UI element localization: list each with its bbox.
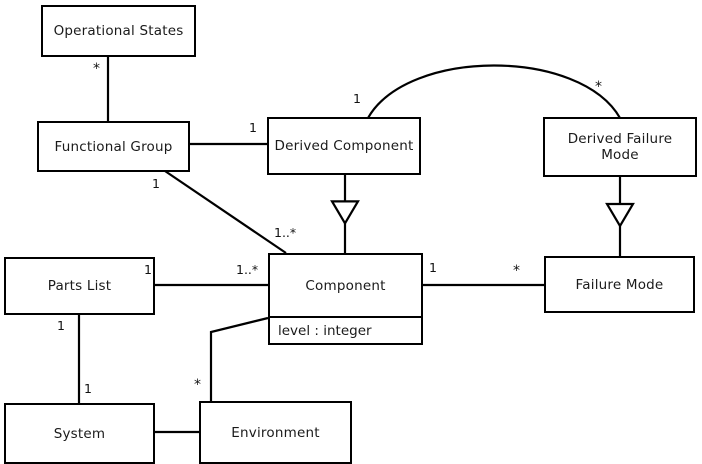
uml-class-component[interactable]: Component level : integer: [268, 253, 423, 345]
class-name-parts-list: Parts List: [47, 278, 112, 294]
multiplicity-component-to-failure-mode: 1: [429, 260, 437, 275]
generalization-arrowhead-derived-component-generalizes-component: [330, 200, 360, 226]
uml-class-failure-mode[interactable]: Failure Mode: [544, 256, 695, 313]
class-name-functional-group: Functional Group: [54, 138, 173, 155]
uml-class-derived-component[interactable]: Derived Component: [267, 117, 421, 175]
multiplicity-derived-fm-arc-end: *: [595, 79, 602, 95]
multiplicity-parts-list-to-component: 1: [144, 262, 152, 277]
generalization-arrowhead-derived-failure-mode-generalizes-failure-mode: [605, 202, 635, 229]
uml-class-operational-states[interactable]: Operational States: [41, 5, 196, 57]
class-name-derived-component: Derived Component: [274, 138, 414, 154]
multiplicity-component-from-fg: 1..*: [274, 225, 297, 240]
class-name-system: System: [53, 425, 106, 442]
uml-class-system[interactable]: System: [4, 403, 155, 464]
class-name-derived-failure-mode: Derived Failure Mode: [567, 131, 673, 163]
multiplicity-fg-to-derived-component: 1: [249, 120, 257, 135]
uml-class-parts-list[interactable]: Parts List: [4, 257, 155, 315]
multiplicity-system-from-parts-list: 1: [84, 381, 92, 396]
edge-environment-component: [209, 316, 269, 401]
uml-class-environment[interactable]: Environment: [199, 401, 352, 464]
edge-functional-group-component: [164, 170, 287, 254]
class-name-failure-mode: Failure Mode: [575, 276, 664, 293]
multiplicity-failure-mode-from-component: *: [513, 263, 520, 279]
uml-class-functional-group[interactable]: Functional Group: [37, 121, 190, 172]
class-attribute-component-0: level : integer: [270, 316, 421, 343]
uml-class-derived-failure-mode[interactable]: Derived Failure Mode: [543, 117, 697, 177]
edge-derived-component-derived-failure-mode: [367, 64, 621, 119]
class-name-operational-states: Operational States: [53, 23, 184, 39]
multiplicity-derived-comp-arc-end: 1: [353, 91, 361, 106]
multiplicity-fg-to-component: 1: [152, 176, 160, 191]
class-name-component: Component: [305, 277, 386, 294]
multiplicity-op-states-to-fg: *: [93, 61, 100, 77]
multiplicity-component-from-parts-list: 1..*: [236, 262, 259, 277]
multiplicity-environment-to-component: *: [194, 377, 201, 393]
multiplicity-parts-list-to-system: 1: [57, 318, 65, 333]
class-name-environment: Environment: [231, 424, 320, 441]
